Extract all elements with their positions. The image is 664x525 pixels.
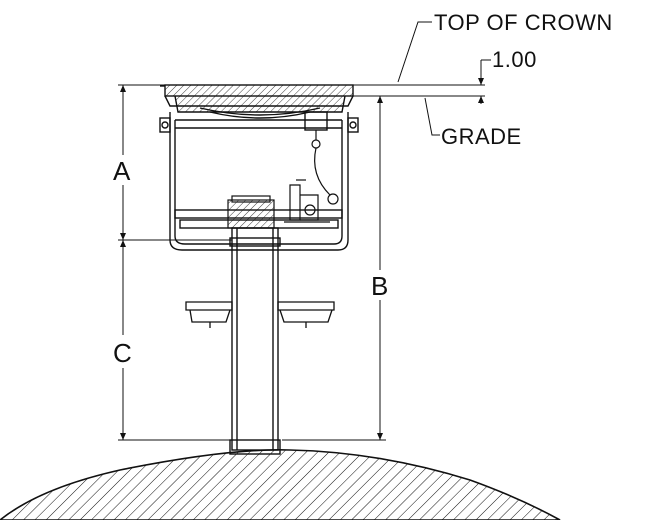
riser-pipe bbox=[229, 227, 281, 455]
dimension-b-label: B bbox=[371, 271, 388, 301]
valve-box-body bbox=[159, 111, 359, 251]
dimension-c-label: C bbox=[113, 338, 132, 368]
dimension-lines bbox=[118, 21, 491, 441]
float-chain bbox=[311, 130, 339, 205]
pipe-crown bbox=[0, 449, 561, 521]
frame-and-cover bbox=[160, 84, 354, 119]
dimension-arrowheads bbox=[120, 78, 484, 440]
valve-assembly bbox=[227, 179, 330, 229]
grade-label: GRADE bbox=[441, 124, 522, 149]
dimension-a-label: A bbox=[113, 156, 131, 186]
support-arms bbox=[185, 301, 335, 328]
top-of-crown-label: TOP OF CROWN bbox=[434, 10, 613, 35]
offset-value-label: 1.00 bbox=[492, 47, 537, 72]
